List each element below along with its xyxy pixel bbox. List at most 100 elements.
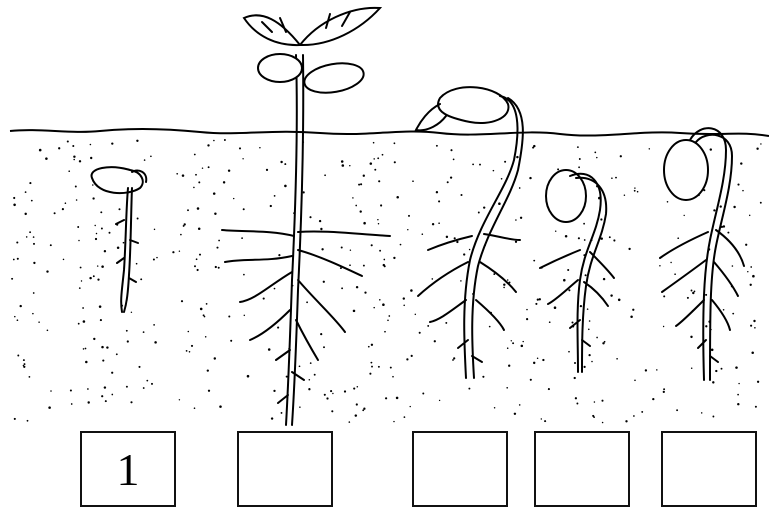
soil-dot (478, 212, 480, 214)
soil-dot (79, 287, 81, 289)
soil-dot (691, 367, 692, 368)
soil-dot (565, 235, 568, 238)
soil-dot (127, 340, 129, 342)
soil-dot (97, 279, 99, 281)
soil-dot (371, 244, 373, 246)
soil-dot (692, 292, 694, 294)
soil-dot (489, 326, 491, 328)
soil-dot (377, 157, 379, 159)
soil-dot (663, 295, 665, 297)
soil-dot (410, 406, 411, 407)
soil-dot (218, 267, 220, 269)
soil-dot (373, 142, 375, 144)
soil-dot (529, 177, 531, 179)
soil-dot (616, 358, 618, 360)
soil-dot (493, 170, 495, 172)
soil-dot (75, 186, 77, 188)
soil-dot (422, 393, 424, 395)
soil-dot (574, 377, 576, 379)
soil-dot (33, 292, 35, 294)
soil-dot (104, 386, 106, 388)
soil-dot (634, 187, 635, 188)
soil-dot (677, 237, 679, 239)
soil-dot (620, 155, 622, 157)
stage-box-5[interactable] (661, 431, 757, 507)
soil-dot (756, 148, 758, 150)
soil-dot (713, 209, 715, 211)
stage-box-3[interactable] (412, 431, 508, 507)
soil-dot (243, 274, 245, 276)
soil-dot (14, 418, 16, 420)
soil-dot (357, 386, 359, 388)
soil-dot (101, 395, 103, 397)
soil-dot (239, 147, 241, 149)
soil-dot (309, 216, 311, 218)
soil-dot (268, 348, 271, 351)
soil-dot (130, 401, 132, 403)
soil-dot (710, 148, 712, 150)
soil-dot (118, 208, 120, 210)
stage-box-2[interactable] (237, 431, 333, 507)
soil-dot (515, 241, 517, 243)
soil-dot (526, 318, 528, 320)
soil-dot (228, 169, 230, 171)
soil-dot (233, 198, 234, 199)
soil-dot (29, 376, 31, 378)
soil-dot (205, 336, 207, 338)
soil-dot (71, 403, 73, 405)
soil-dot (138, 366, 140, 368)
soil-dot (140, 278, 142, 280)
soil-dot (720, 205, 722, 207)
soil-dot (208, 390, 210, 392)
soil-dot (191, 345, 193, 347)
stage-box-1[interactable]: 1 (80, 431, 176, 507)
soil-dot (747, 271, 748, 272)
soil-dot (691, 290, 693, 292)
soil-dot (194, 154, 196, 156)
soil-dot (330, 390, 332, 392)
soil-dot (77, 226, 79, 228)
soil-dot (241, 237, 243, 239)
soil-dot (308, 388, 310, 390)
soil-dot (273, 390, 275, 392)
soil-dot (350, 249, 351, 250)
soil-dot (320, 228, 322, 230)
soil-dot (213, 192, 216, 195)
soil-dot (146, 380, 148, 382)
soil-dot (360, 210, 362, 212)
soil-dot (99, 305, 102, 308)
soil-dot (602, 422, 604, 424)
soil-dot (537, 298, 539, 300)
soil-dot (701, 412, 703, 414)
soil-dot (136, 140, 138, 142)
soil-dot (363, 175, 365, 177)
soil-dot (73, 159, 75, 161)
soil-dot (63, 259, 65, 261)
soil-dot (303, 191, 305, 193)
soil-dot (400, 244, 402, 246)
soil-dot (737, 403, 739, 405)
soil-dot (387, 320, 389, 322)
soil-dot (90, 157, 92, 159)
soil-dot (521, 345, 524, 348)
soil-dot (578, 166, 580, 168)
soil-dot (482, 376, 484, 378)
soil-dot (427, 325, 429, 327)
soil-dot (105, 400, 107, 402)
soil-dot (96, 233, 98, 235)
soil-dot (584, 239, 586, 241)
soil-dot (194, 407, 196, 409)
soil-dot (79, 160, 81, 162)
soil-dot (738, 383, 739, 384)
soil-dot (594, 401, 596, 403)
soil-dot (320, 333, 322, 335)
soil-dot (362, 409, 364, 411)
soil-dot (187, 209, 189, 211)
soil-dot (394, 161, 396, 163)
soil-dot (266, 169, 268, 171)
soil-dot (243, 208, 245, 210)
soil-dot (384, 331, 386, 333)
soil-dot (526, 309, 527, 310)
soil-dot (752, 275, 755, 278)
stage-box-4[interactable] (534, 431, 630, 507)
